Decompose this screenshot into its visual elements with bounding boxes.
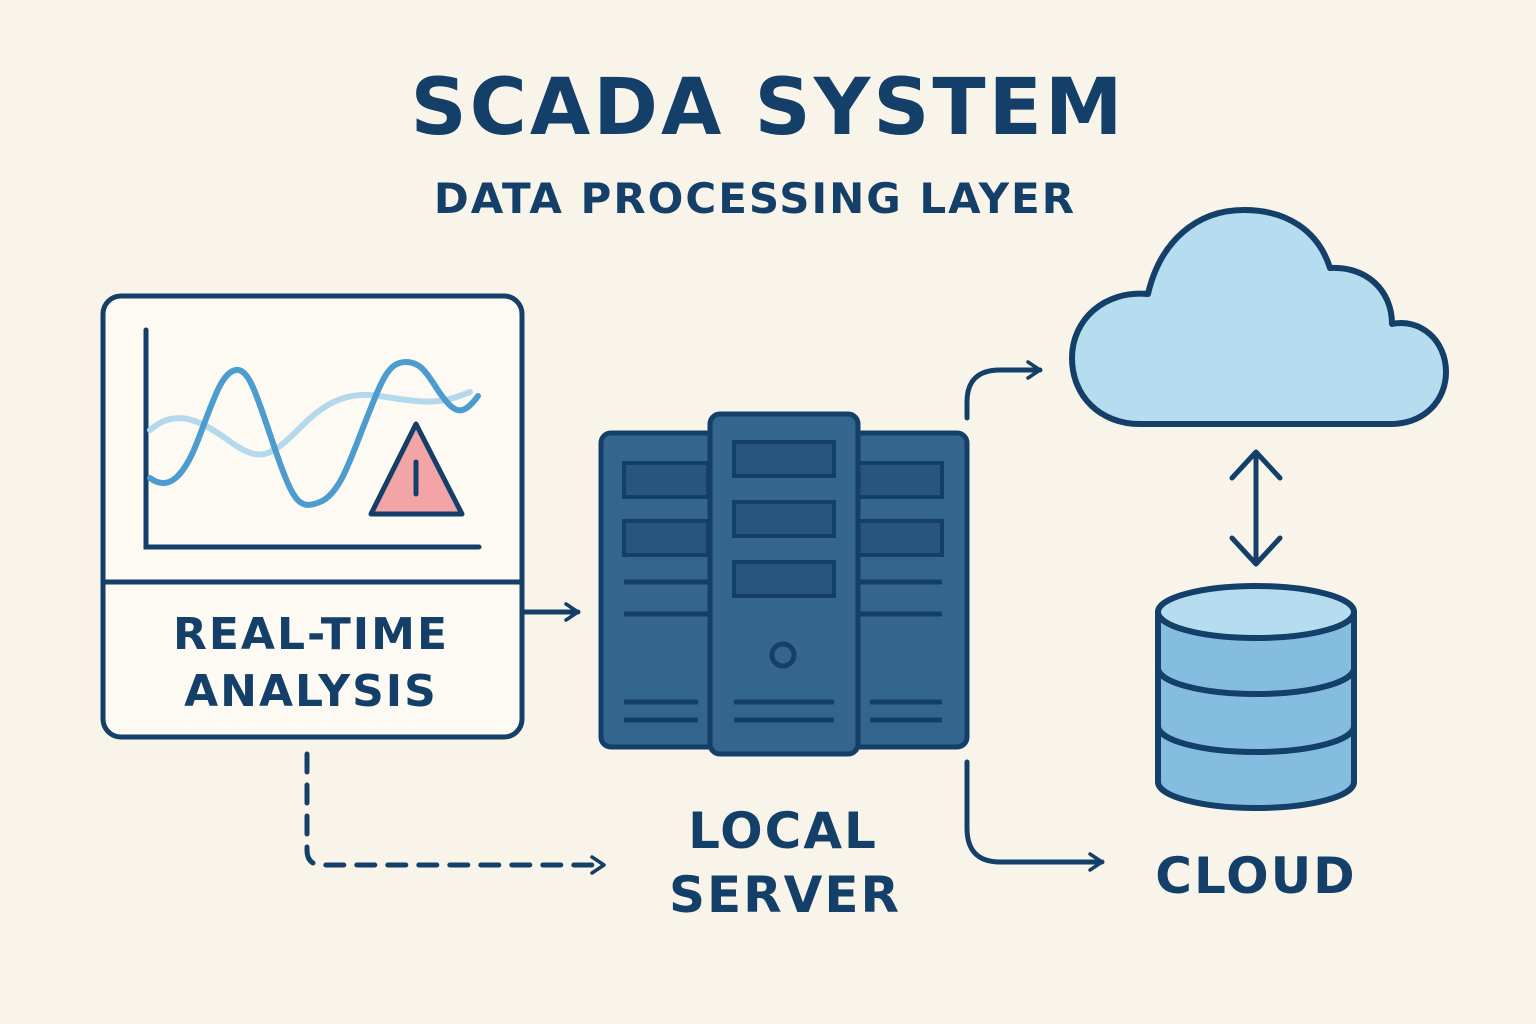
analysis-panel: REAL-TIME ANALYSIS: [100, 293, 525, 740]
arrowhead-down-icon: [1229, 535, 1283, 567]
connector-analysis-to-server-dashed: [304, 751, 607, 875]
cloud-icon: [1069, 207, 1449, 427]
warning-icon: [368, 421, 465, 517]
arrowhead-up-icon: [1229, 449, 1283, 481]
page-subtitle: DATA PROCESSING LAYER: [434, 174, 1076, 223]
database-icon: [1155, 583, 1357, 811]
server-label-line2: SERVER: [669, 866, 901, 924]
analysis-label-line2: ANALYSIS: [184, 666, 438, 717]
connector-server-to-cloud-label: [964, 759, 1105, 872]
connections: [304, 360, 1283, 875]
server-rack-icon: [598, 411, 970, 757]
server-label-line1: LOCAL: [688, 802, 878, 860]
connector-server-to-cloud: [964, 360, 1043, 421]
cloud-label: CLOUD: [1155, 847, 1356, 905]
analysis-label-line1: REAL-TIME: [173, 609, 449, 660]
page-title: SCADA SYSTEM: [411, 63, 1126, 153]
line-chart-icon: [143, 327, 482, 550]
